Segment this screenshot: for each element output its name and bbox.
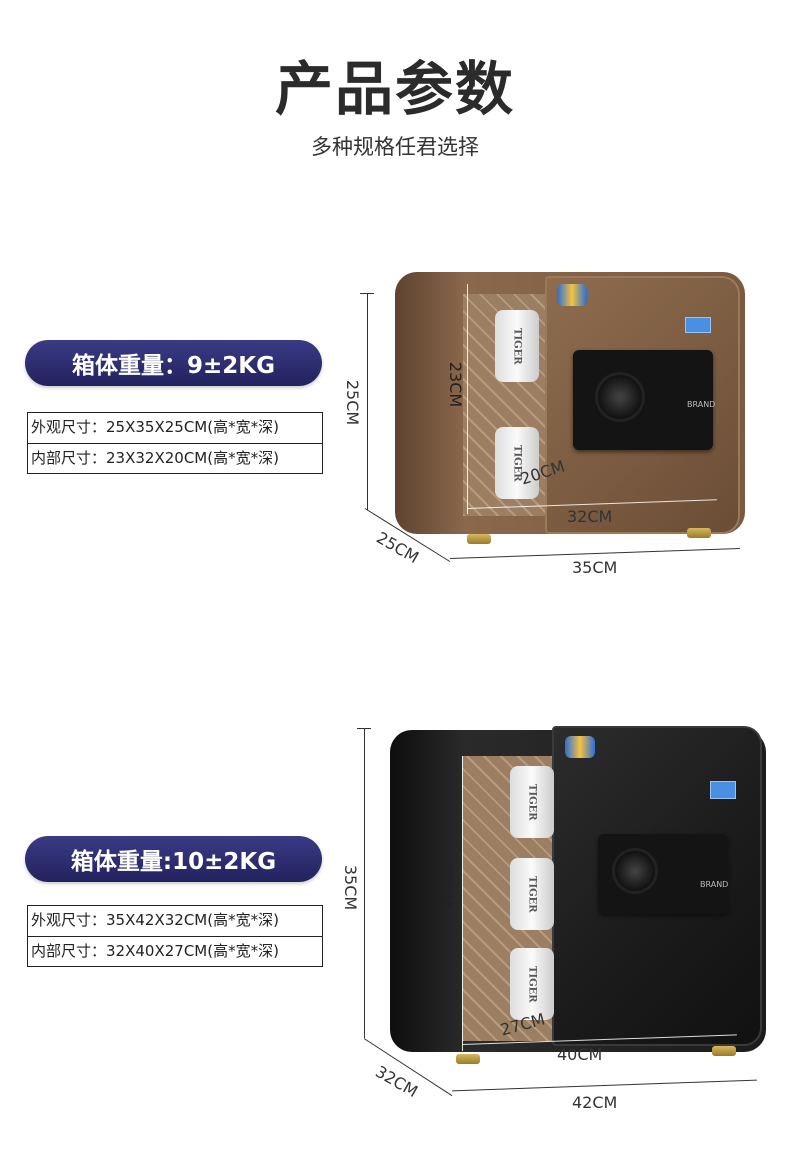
weight-badge: 箱体重量:10±2KG [25, 836, 322, 882]
sticker-icon [557, 284, 587, 306]
dial-knob-icon [595, 372, 645, 422]
outer-size: 外观尺寸：35X42X32CM(高*宽*深) [31, 911, 279, 929]
foot [687, 528, 711, 538]
safe-image-brown: TIGER TIGER BRAND [395, 272, 747, 548]
handle-label: TIGER [526, 965, 538, 1003]
dim-tick [357, 728, 371, 729]
foot [712, 1046, 736, 1056]
handle-label: TIGER [526, 783, 538, 821]
height-label: 25CM [343, 379, 363, 426]
dim-tick [360, 293, 374, 294]
height-dim-line [364, 728, 365, 1038]
brand-label: BRAND [700, 880, 729, 889]
page-title: 产品参数 [274, 55, 515, 123]
page-subtitle: 多种规格任君选择 [311, 135, 479, 159]
handle-label: TIGER [526, 875, 538, 913]
inner-height-label: 23CM [446, 361, 466, 408]
weight-badge: 箱体重量：9±2KG [25, 340, 322, 386]
sticker-icon [565, 736, 595, 758]
inner-size: 内部尺寸：23X32X20CM(高*宽*深) [28, 443, 322, 473]
spec-table: 外观尺寸：35X42X32CM(高*宽*深) 内部尺寸：32X40X27CM(高… [27, 905, 323, 967]
dial-knob-icon [612, 848, 658, 894]
inner-size: 内部尺寸：32X40X27CM(高*宽*深) [28, 936, 322, 966]
inner-width-label: 32CM [567, 507, 613, 526]
inner-width-label: 40CM [557, 1045, 603, 1064]
handle-label: TIGER [511, 327, 523, 365]
width-dim-line [452, 1079, 757, 1092]
handle: TIGER [510, 858, 554, 930]
foot [467, 534, 491, 544]
inner-height-line [462, 756, 463, 1051]
label-sticker-icon [710, 781, 736, 799]
outer-size: 外观尺寸：25X35X25CM(高*宽*深) [31, 418, 279, 436]
handle: TIGER [495, 427, 539, 499]
width-label: 42CM [572, 1093, 618, 1112]
inner-height-line [467, 284, 468, 514]
inner-height-label: 32CM [437, 861, 457, 908]
handle-label: TIGER [511, 444, 523, 482]
safe-image-black: TIGER TIGER TIGER BRAND [390, 726, 768, 1066]
depth-label: 32CM [372, 1061, 422, 1102]
height-label: 35CM [341, 864, 361, 911]
height-dim-line [367, 293, 368, 510]
handle: TIGER [510, 766, 554, 838]
handle: TIGER [495, 310, 539, 382]
width-label: 35CM [572, 558, 618, 577]
spec-table: 外观尺寸：25X35X25CM(高*宽*深) 内部尺寸：23X32X20CM(高… [27, 412, 323, 474]
label-sticker-icon [685, 317, 711, 333]
brand-label: BRAND [687, 400, 716, 409]
foot [456, 1054, 480, 1064]
handle: TIGER [510, 948, 554, 1020]
